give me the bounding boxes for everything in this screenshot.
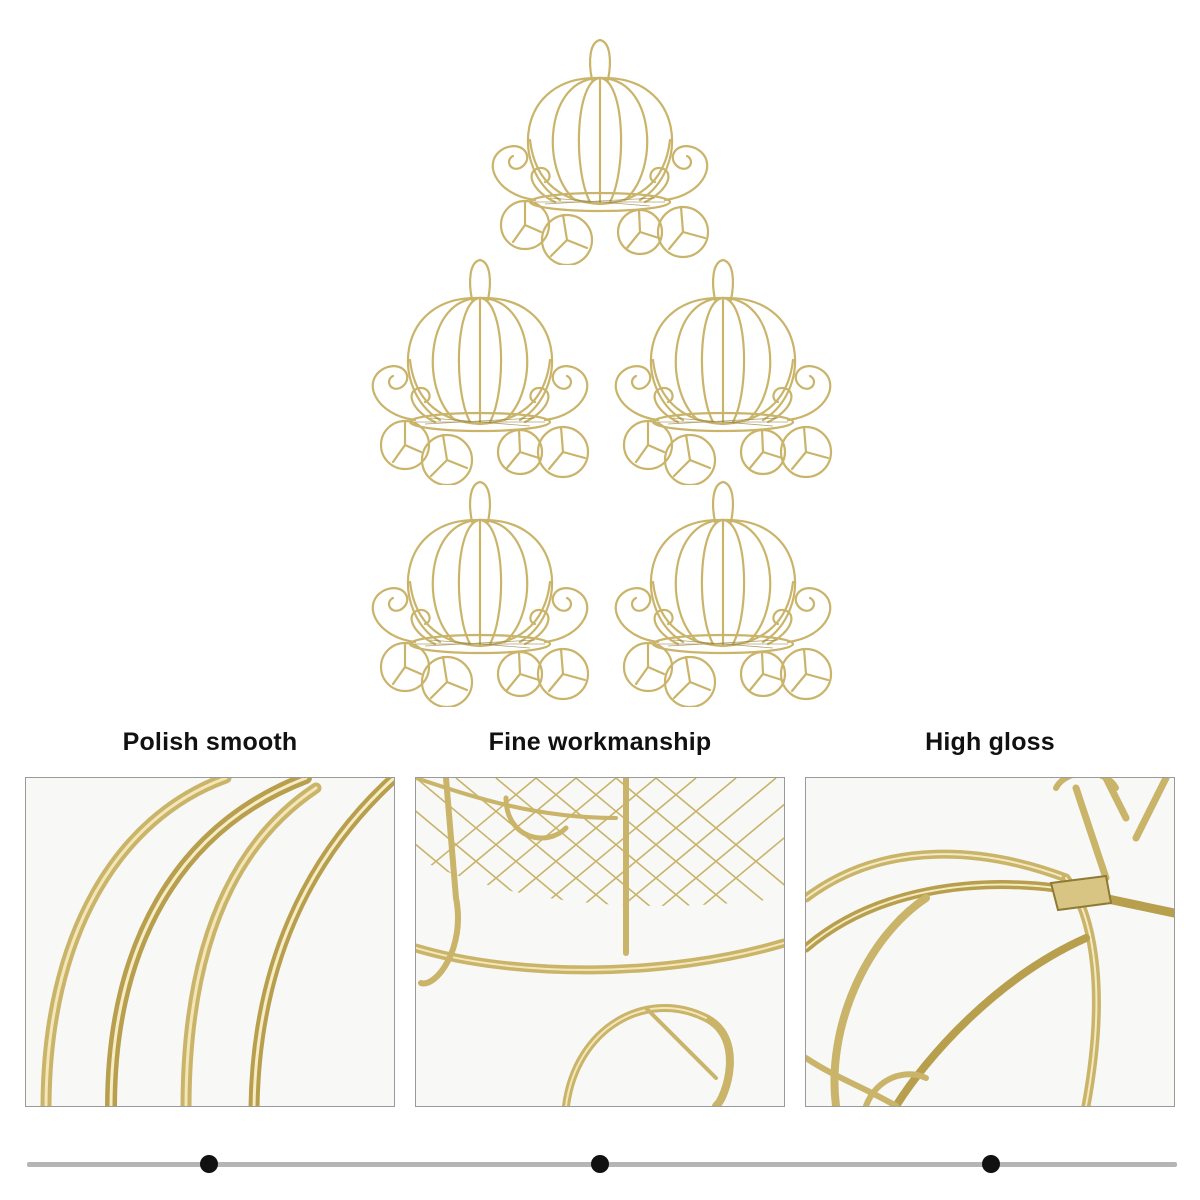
feature-caption-polish: Polish smooth — [122, 728, 298, 756]
carriage-image-4 — [355, 462, 605, 707]
carriage-image-5 — [598, 462, 848, 707]
timeline-dot-3 — [982, 1155, 1000, 1173]
feature-caption-gloss: High gloss — [925, 728, 1055, 756]
carriage-image-3 — [598, 240, 848, 485]
detail-image-workmanship — [415, 777, 785, 1107]
timeline-dot-1 — [200, 1155, 218, 1173]
timeline-dot-2 — [591, 1155, 609, 1173]
carriage-image-1 — [475, 20, 725, 265]
carriage-image-2 — [355, 240, 605, 485]
product-hero — [0, 0, 1200, 715]
feature-caption-workmanship: Fine workmanship — [488, 728, 712, 756]
detail-image-gloss — [805, 777, 1175, 1107]
detail-image-polish — [25, 777, 395, 1107]
